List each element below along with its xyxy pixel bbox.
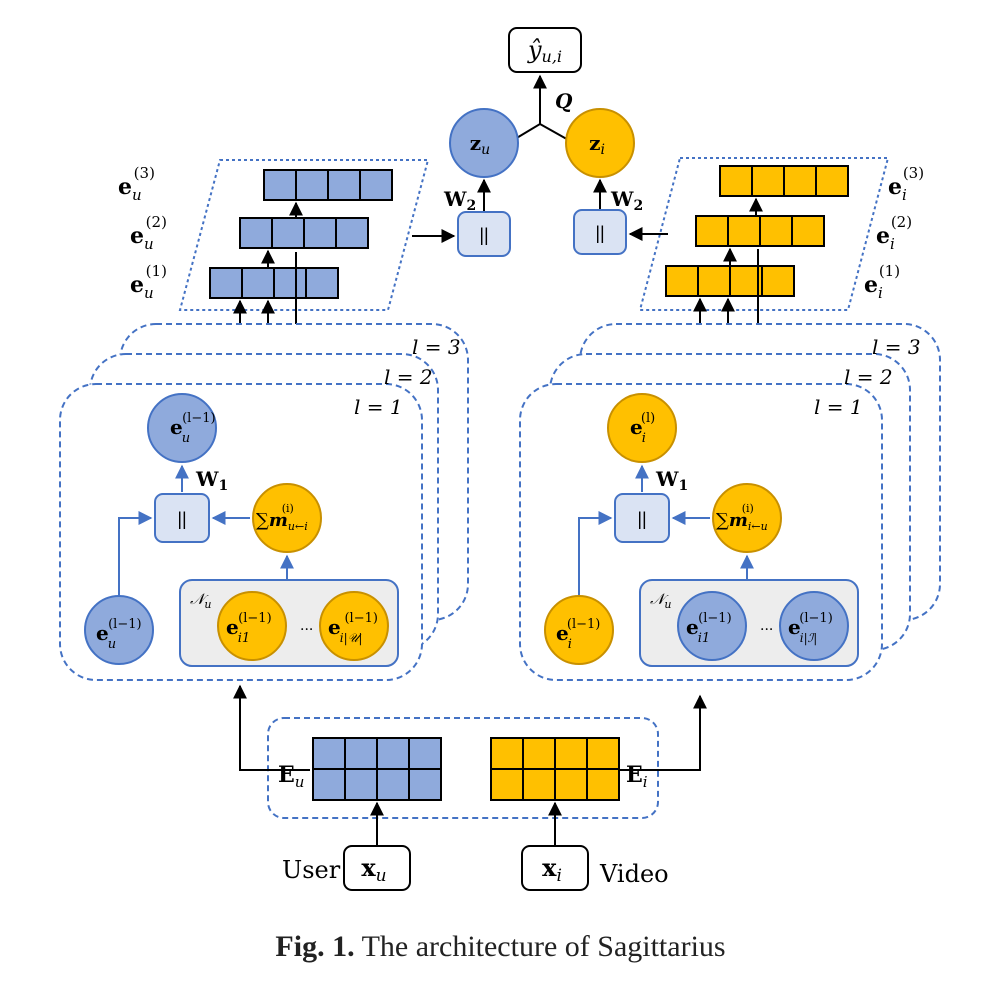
item-input-caption: Video <box>599 860 669 888</box>
zi-label: zi <box>589 131 605 158</box>
item-embedding-table <box>490 737 620 801</box>
user-input-caption: User <box>282 856 341 884</box>
concat-symbol: || <box>595 223 604 243</box>
user-neighbor-last <box>319 591 389 661</box>
item-output-node <box>607 393 677 463</box>
user-message-node <box>252 483 322 553</box>
user-layer-label-2: eu(2) <box>130 213 167 253</box>
w2-left-label: W2 <box>443 187 476 214</box>
item-input-label: ei(l−1) <box>556 617 600 652</box>
user-output-label: eu(l−1) <box>170 411 216 446</box>
user-embedding-label: Eu <box>278 762 304 791</box>
figure-caption: Fig. 1. The architecture of Sagittarius <box>0 930 1001 964</box>
item-w1-label: W1 <box>655 467 688 494</box>
user-input-box <box>343 845 411 891</box>
item-layer-tag-2: l = 2 <box>844 365 893 389</box>
user-layer-tag-2: l = 2 <box>384 365 433 389</box>
item-layer-tag-3: l = 3 <box>872 335 921 359</box>
user-layer-label-1: eu(1) <box>130 262 167 302</box>
item-message-node <box>712 483 782 553</box>
user-embedding-bar-3 <box>263 169 393 201</box>
zu-label: zu <box>470 131 490 158</box>
q-merge-lines <box>509 122 573 143</box>
user-concat-box <box>154 493 210 543</box>
figure-caption-label: Fig. 1. <box>275 930 355 963</box>
item-layer-label-2: ei(2) <box>876 213 912 253</box>
item-layer-tag-1: l = 1 <box>814 395 863 419</box>
user-input-var: xu <box>361 853 386 886</box>
user-neighborhood-label: 𝒩u <box>190 590 211 611</box>
q-label: Q <box>555 89 573 113</box>
item-neighbor-last-label: ei|ℐ|(l−1) <box>788 611 833 645</box>
item-layer-label-1: ei(1) <box>864 262 900 302</box>
user-output-node <box>147 393 217 463</box>
user-layer-label-3: eu(3) <box>118 164 155 204</box>
user-neighbor-last-label: ei|𝒰|(l−1) <box>328 611 378 645</box>
item-input-box <box>521 845 589 891</box>
item-neighbor-ellipsis: ··· <box>760 622 773 638</box>
user-embedding-arrow <box>233 684 310 771</box>
item-layer-parallelogram <box>638 157 890 311</box>
concat-symbol: || <box>637 509 646 529</box>
user-message-label: ∑mu←i(i) <box>256 502 308 533</box>
user-input-node <box>84 595 154 665</box>
user-neighbor-first-label: ei1(l−1) <box>226 611 272 646</box>
item-concat-box <box>614 493 670 543</box>
item-output-label: ei(l) <box>630 411 655 446</box>
user-layer-tag-3: l = 3 <box>412 335 461 359</box>
item-embedding-bar-2 <box>695 215 825 247</box>
item-layer-label-3: ei(3) <box>888 164 924 204</box>
concat-right-top <box>573 209 627 255</box>
w2-right-label: W2 <box>610 187 643 214</box>
item-neighbor-first-label: ei1(l−1) <box>686 611 732 646</box>
item-input-node <box>544 595 614 665</box>
user-neighbor-ellipsis: ··· <box>300 622 313 638</box>
item-neighborhood-label: 𝒩u <box>650 590 671 611</box>
user-embedding-bar-1 <box>209 267 339 299</box>
item-message-label: ∑mi←u(i) <box>716 502 768 533</box>
item-input-var: xi <box>542 853 562 886</box>
zu-node <box>449 108 519 178</box>
concat-left-top <box>457 211 511 257</box>
user-neighbor-first <box>217 591 287 661</box>
prediction-box <box>508 27 582 73</box>
figure-caption-text: The architecture of Sagittarius <box>361 930 726 963</box>
prediction-label: ŷu,i <box>527 36 562 66</box>
item-embedding-arrow <box>614 694 707 771</box>
item-embedding-bar-1 <box>665 265 795 297</box>
zi-node <box>565 108 635 178</box>
item-embedding-label: Ei <box>626 762 648 791</box>
user-layer-tag-1: l = 1 <box>354 395 403 419</box>
user-embedding-table <box>312 737 442 801</box>
user-embedding-bar-2 <box>239 217 369 249</box>
item-self-arrow <box>578 511 613 596</box>
user-w1-label: W1 <box>195 467 228 494</box>
user-layer-parallelogram <box>178 159 430 311</box>
user-input-label: eu(l−1) <box>96 617 142 652</box>
item-embedding-bar-3 <box>719 165 849 197</box>
item-neighbor-last <box>779 591 849 661</box>
concat-symbol: || <box>479 225 488 245</box>
concat-symbol: || <box>177 509 186 529</box>
user-self-arrow <box>118 511 153 596</box>
item-neighbor-first <box>677 591 747 661</box>
